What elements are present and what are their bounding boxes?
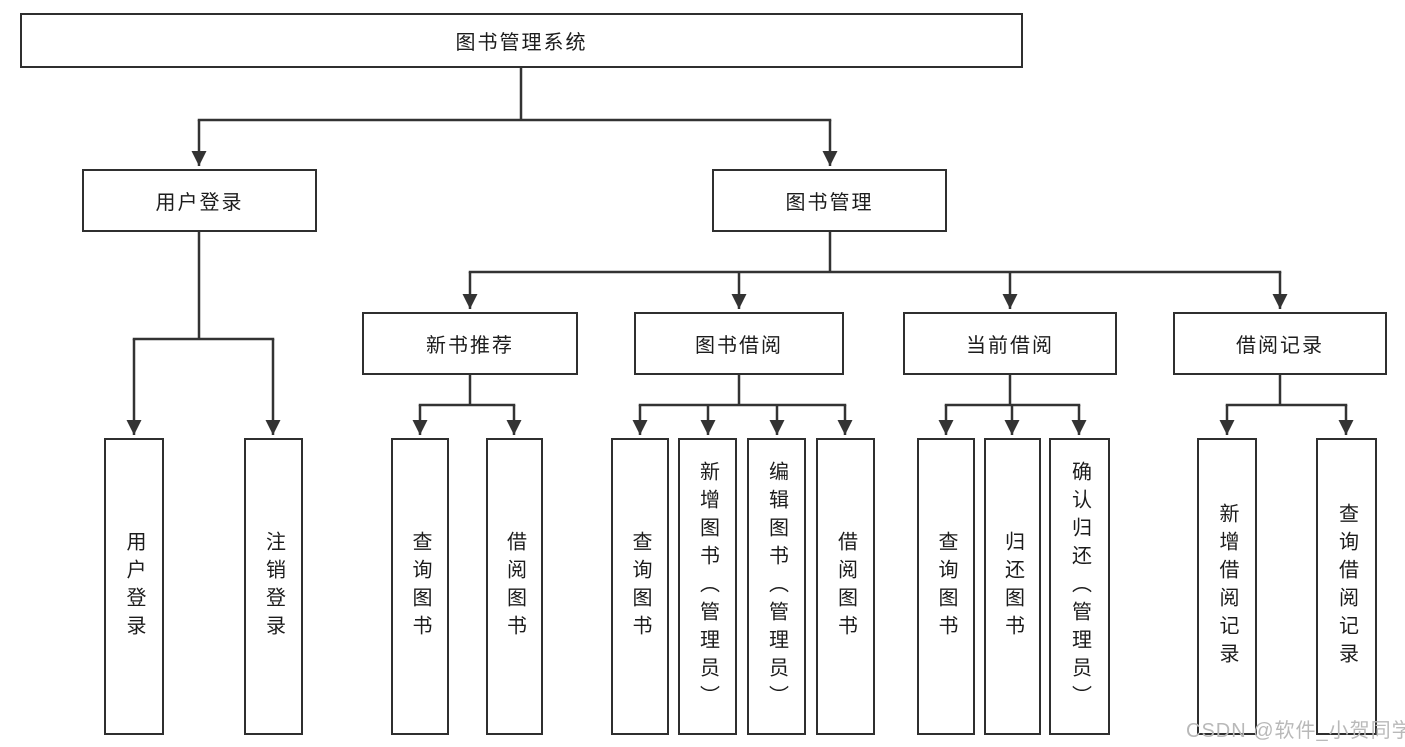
node-label: 当前借阅 (966, 335, 1054, 357)
node-label: 查询图书 (629, 530, 651, 643)
node-label: 确认归还（管理员） (1068, 460, 1091, 713)
node-label: 用户登录 (123, 530, 145, 643)
node-label: 图书借阅 (695, 335, 783, 357)
node-user-login: 用户登录 (82, 169, 317, 232)
node-leaf-user-login: 用户登录 (104, 438, 164, 735)
node-label: 新书推荐 (426, 335, 514, 357)
node-br-add-record: 新增借阅记录 (1197, 438, 1257, 735)
node-leaf-logout: 注销登录 (244, 438, 303, 735)
node-bb-add-books-admin: 新增图书（管理员） (678, 438, 737, 735)
csdn-watermark: CSDN @软件_小贺同学 (1186, 720, 1405, 742)
node-nb-borrow-books: 借阅图书 (486, 438, 543, 735)
node-label: 借阅图书 (834, 530, 857, 643)
node-label: 查询图书 (935, 530, 957, 643)
node-bb-edit-books-admin: 编辑图书（管理员） (747, 438, 806, 735)
node-cb-return-books: 归还图书 (984, 438, 1041, 735)
node-label: 查询图书 (409, 530, 431, 643)
node-label: 借阅图书 (503, 530, 526, 643)
node-bb-query-books: 查询图书 (611, 438, 669, 735)
node-label: 用户登录 (155, 192, 244, 214)
node-label: 新增图书（管理员） (696, 460, 719, 713)
node-label: 归还图书 (1001, 530, 1024, 643)
node-book-borrow: 图书借阅 (634, 312, 844, 375)
node-label: 图书管理 (785, 192, 874, 214)
node-label: 编辑图书（管理员） (765, 460, 788, 713)
node-book-management: 图书管理 (712, 169, 947, 232)
node-new-book-recommend: 新书推荐 (362, 312, 578, 375)
node-cb-confirm-return-admin: 确认归还（管理员） (1049, 438, 1110, 735)
node-label: 图书管理系统 (455, 32, 588, 54)
node-cb-query-books: 查询图书 (917, 438, 975, 735)
node-nb-query-books: 查询图书 (391, 438, 449, 735)
node-br-query-record: 查询借阅记录 (1316, 438, 1377, 735)
node-label: 借阅记录 (1236, 335, 1324, 357)
node-library-management-system: 图书管理系统 (20, 13, 1023, 68)
node-bb-borrow-books: 借阅图书 (816, 438, 875, 735)
node-label: 查询借阅记录 (1335, 502, 1358, 671)
node-label: 新增借阅记录 (1216, 502, 1238, 671)
node-borrow-records: 借阅记录 (1173, 312, 1387, 375)
node-current-borrow: 当前借阅 (903, 312, 1117, 375)
node-label: 注销登录 (262, 530, 285, 643)
